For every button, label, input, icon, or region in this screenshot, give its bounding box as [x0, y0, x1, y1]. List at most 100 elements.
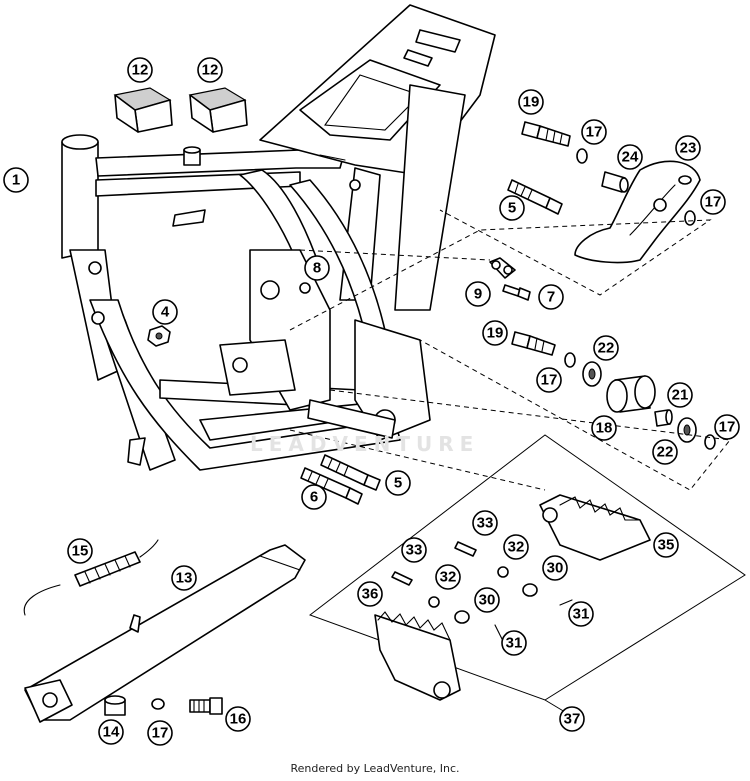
footpeg-35: [539, 494, 651, 561]
callout-1: 1: [3, 167, 29, 193]
sidestand-13: [24, 544, 306, 723]
svg-text:32: 32: [440, 569, 457, 586]
callout-24: 24: [617, 144, 643, 170]
brake-pedal-23: [574, 160, 701, 264]
bolt-5-upper: [507, 179, 563, 215]
callout-17-c: 17: [536, 367, 562, 393]
svg-text:14: 14: [103, 724, 120, 741]
svg-text:17: 17: [586, 124, 603, 141]
callout-5-lower: 5: [385, 470, 411, 496]
svg-text:24: 24: [622, 149, 639, 166]
callout-33-a: 33: [401, 537, 427, 563]
svg-text:30: 30: [547, 560, 564, 577]
svg-text:23: 23: [680, 140, 697, 157]
callout-21: 21: [667, 382, 693, 408]
callout-36: 36: [357, 581, 383, 607]
svg-text:33: 33: [477, 515, 494, 532]
clip-9: [489, 257, 516, 279]
svg-text:4: 4: [161, 304, 170, 321]
washer-17-c: [564, 352, 576, 368]
callout-17-e: 17: [147, 720, 173, 746]
nut-8: [299, 282, 311, 294]
bearing-22-b: [677, 417, 697, 443]
footpeg-kit-outline: [308, 434, 746, 701]
spring-32-a: [428, 596, 440, 608]
callout-17-a: 17: [581, 119, 607, 145]
callout-9: 9: [465, 281, 491, 307]
svg-text:15: 15: [72, 543, 89, 560]
bolt-7: [502, 284, 531, 301]
callout-15: 15: [67, 538, 93, 564]
bolt-5-lower: [320, 454, 381, 491]
bracket-12b: [188, 87, 248, 133]
callout-12-b: 12: [197, 57, 223, 83]
spacer-21: [654, 409, 673, 427]
callout-16: 16: [225, 706, 251, 732]
svg-text:5: 5: [394, 475, 402, 492]
callout-22-b: 22: [652, 439, 678, 465]
washer-17-e: [151, 698, 165, 710]
cotter-31-b: [559, 599, 573, 606]
svg-text:17: 17: [719, 419, 736, 436]
callout-8: 8: [304, 255, 330, 281]
washer-30-b: [522, 583, 538, 597]
callout-22-a: 22: [593, 335, 619, 361]
callout-19-b: 19: [482, 320, 508, 346]
svg-text:12: 12: [132, 62, 149, 79]
callout-31-b: 31: [568, 601, 594, 627]
frame-assembly: [61, 4, 496, 471]
svg-text:18: 18: [596, 420, 613, 437]
bolt-16: [189, 697, 223, 715]
svg-text:37: 37: [564, 711, 581, 728]
washer-17-a: [576, 148, 588, 164]
svg-text:13: 13: [176, 570, 193, 587]
svg-text:17: 17: [541, 372, 558, 389]
callout-18: 18: [591, 415, 617, 441]
washer-17-b: [684, 210, 696, 226]
pin-33-b: [454, 541, 477, 557]
bracket-12a: [113, 87, 173, 133]
footer-credit: Rendered by LeadVenture, Inc.: [290, 762, 460, 775]
svg-text:5: 5: [508, 200, 516, 217]
bolt-6: [300, 467, 363, 505]
svg-text:35: 35: [658, 537, 675, 554]
svg-text:36: 36: [362, 586, 379, 603]
svg-text:16: 16: [230, 711, 247, 728]
callout-32-a: 32: [435, 564, 461, 590]
svg-text:22: 22: [598, 340, 615, 357]
svg-text:19: 19: [487, 325, 504, 342]
svg-text:31: 31: [573, 606, 590, 623]
callout-12-a: 12: [127, 57, 153, 83]
callout-7: 7: [538, 284, 564, 310]
bolt-19-lower: [511, 331, 556, 356]
callout-33-b: 33: [472, 510, 498, 536]
svg-text:17: 17: [705, 194, 722, 211]
svg-text:31: 31: [506, 635, 523, 652]
svg-text:32: 32: [508, 539, 525, 556]
bearing-22-a: [582, 361, 602, 387]
callout-35: 35: [653, 532, 679, 558]
spring-15: [23, 539, 159, 616]
callout-4: 4: [152, 299, 178, 325]
watermark-text: LEADVENTURE: [250, 432, 480, 456]
bolt-19-upper: [521, 121, 571, 147]
bushing-18: [606, 375, 656, 413]
bushing-14: [104, 695, 126, 716]
svg-text:30: 30: [479, 592, 496, 609]
callout-32-b: 32: [503, 534, 529, 560]
svg-text:19: 19: [523, 94, 540, 111]
callout-37: 37: [559, 706, 585, 732]
svg-text:1: 1: [12, 172, 20, 189]
callout-31-a: 31: [501, 630, 527, 656]
svg-text:9: 9: [474, 286, 482, 303]
svg-text:12: 12: [202, 62, 219, 79]
callout-6: 6: [301, 484, 327, 510]
svg-text:17: 17: [152, 725, 169, 742]
pin-33-a: [391, 571, 413, 586]
callout-30-a: 30: [474, 587, 500, 613]
callout-14: 14: [98, 719, 124, 745]
svg-text:8: 8: [313, 260, 321, 277]
callout-17-b: 17: [700, 189, 726, 215]
callout-5-upper: 5: [499, 195, 525, 221]
